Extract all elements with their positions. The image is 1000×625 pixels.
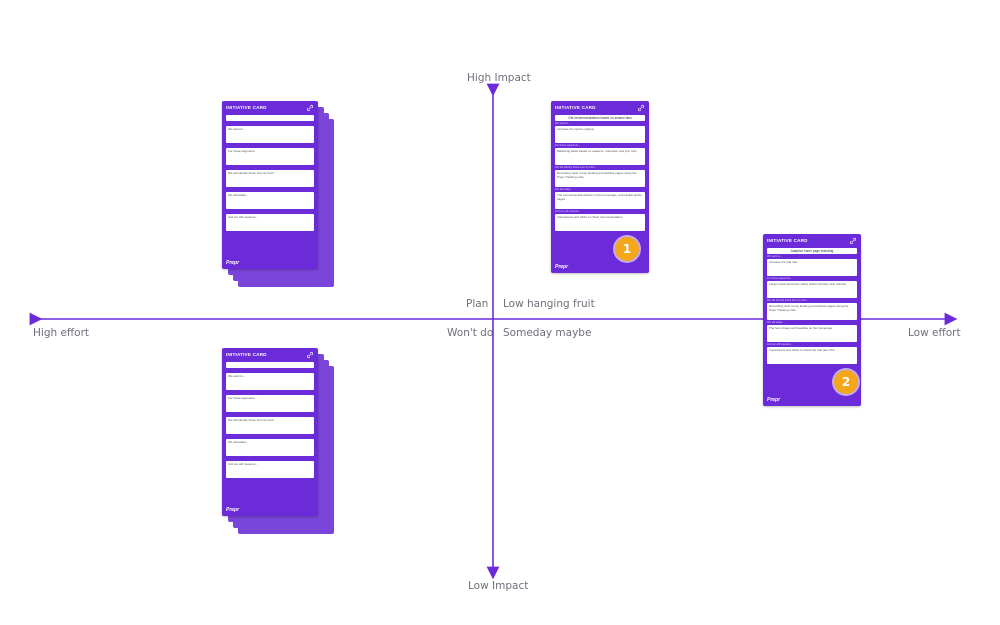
card-subtitle[interactable]: Adaptive home page branding: [767, 248, 857, 254]
field-label: We want to...: [555, 122, 571, 125]
card-header-title: INITIATIVE CARD: [226, 352, 267, 357]
quadrant-label-someday-maybe: Someday maybe: [503, 327, 592, 339]
field-label: We will adapt...: [555, 188, 573, 191]
field-label: We will identify these from by both...: [767, 299, 809, 302]
card-header-title: INITIATIVE CARD: [226, 105, 267, 110]
field-box[interactable]: The hero image and headline on the homep…: [767, 325, 857, 342]
field-box[interactable]: Increase the sports margins: [555, 126, 645, 143]
field-box[interactable]: Impressions and clicks to check recommen…: [555, 214, 645, 231]
prepr-logo: Prepr: [226, 260, 240, 266]
initiative-card-template[interactable]: INITIATIVE CARD We want to... For these …: [222, 101, 318, 269]
field-box[interactable]: We will adapt...: [226, 192, 314, 209]
field-box[interactable]: For these segments...: [226, 148, 314, 165]
initiative-card-1[interactable]: INITIATIVE CARD Get recommendations base…: [551, 101, 649, 273]
prepr-logo: Prepr: [226, 507, 240, 513]
card-subtitle[interactable]: Get recommendations based on season fans: [555, 115, 645, 121]
link-icon[interactable]: [306, 104, 314, 112]
field-label: We want to...: [767, 255, 783, 258]
field-label: We will identify these from by both...: [555, 166, 597, 169]
number-badge-2: 2: [834, 370, 858, 394]
link-icon[interactable]: [849, 237, 857, 245]
field-box[interactable]: We will adapt...: [226, 439, 314, 456]
field-box[interactable]: And we will measure...: [226, 461, 314, 478]
field-box[interactable]: Recording visits to key landing and webs…: [555, 170, 645, 187]
field-box[interactable]: Larger travel (business class) clients (…: [767, 281, 857, 298]
field-box[interactable]: Impressions and clicks to check the tria…: [767, 347, 857, 364]
prepr-logo: Prepr: [555, 264, 569, 270]
field-label: And we will measure...: [555, 210, 581, 213]
card-stack-plan[interactable]: INITIATIVE CARD We want to... For these …: [222, 101, 338, 287]
field-box[interactable]: And we will measure...: [226, 214, 314, 231]
field-label: We will adapt...: [767, 321, 785, 324]
field-label: And we will measure...: [767, 343, 793, 346]
card-subtitle-box[interactable]: [226, 115, 314, 121]
initiative-card-template[interactable]: INITIATIVE CARD We want to... For these …: [222, 348, 318, 516]
quadrant-label-wont-do: Won't do: [447, 327, 494, 339]
quadrant-label-low-hanging-fruit: Low hanging fruit: [503, 298, 595, 310]
field-box[interactable]: Marketing ideas based on seasons, rhetor…: [555, 148, 645, 165]
field-box[interactable]: The recommended articles on the homepage…: [555, 192, 645, 209]
quadrant-label-plan: Plan: [466, 298, 489, 310]
axis-label-high-effort: High effort: [33, 327, 90, 339]
field-label: For these segments...: [555, 144, 581, 147]
number-badge-1: 1: [615, 237, 639, 261]
field-box[interactable]: Recording visits to key landing and webs…: [767, 303, 857, 320]
link-icon[interactable]: [637, 104, 645, 112]
card-header-title: INITIATIVE CARD: [555, 105, 596, 110]
field-box[interactable]: For these segments...: [226, 395, 314, 412]
axis-label-low-effort: Low effort: [908, 327, 961, 339]
field-label: For these segments...: [767, 277, 793, 280]
field-box[interactable]: We will identify these from by both...: [226, 417, 314, 434]
card-stack-wont-do[interactable]: INITIATIVE CARD We want to... For these …: [222, 348, 338, 534]
axis-label-low-impact: Low Impact: [468, 580, 529, 592]
field-box[interactable]: We will identify these from by both...: [226, 170, 314, 187]
field-box[interactable]: Increase the trial rate: [767, 259, 857, 276]
axis-label-high-impact: High Impact: [467, 72, 531, 84]
field-box[interactable]: We want to...: [226, 126, 314, 143]
link-icon[interactable]: [306, 351, 314, 359]
prepr-logo: Prepr: [767, 397, 781, 403]
card-subtitle-box[interactable]: [226, 362, 314, 368]
field-box[interactable]: We want to...: [226, 373, 314, 390]
card-header-title: INITIATIVE CARD: [767, 238, 808, 243]
